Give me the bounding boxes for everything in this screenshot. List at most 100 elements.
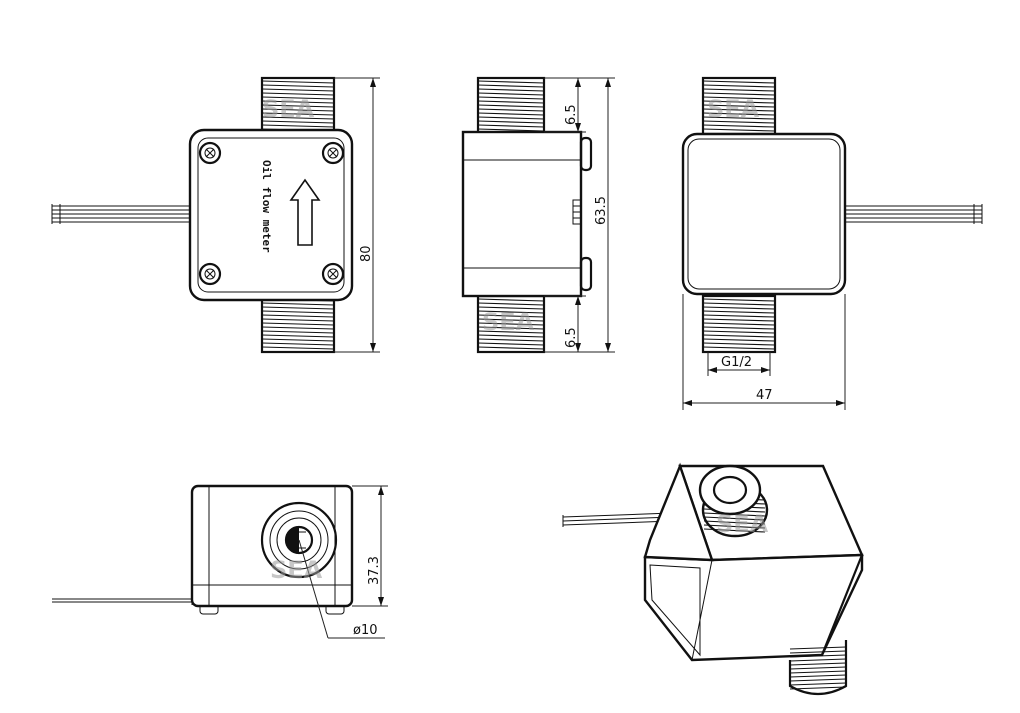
watermark-sea: SEA: [707, 95, 760, 123]
thread-line: [477, 108, 545, 112]
thread-line: [789, 686, 847, 690]
screw-top-left: [198, 141, 222, 165]
back-cable: [845, 204, 983, 224]
end-body: [190, 484, 354, 608]
front-inner-rim: [197, 137, 345, 293]
thread-line: [261, 80, 335, 84]
front-view: Oil flow meter 80 SEA: [51, 76, 380, 354]
thread-line: [261, 314, 335, 318]
back-view: G1/2 47 SEA: [681, 76, 983, 410]
thread-line: [702, 330, 776, 334]
side-body: [461, 130, 583, 298]
dimension-6-5-top-label: 6.5: [564, 104, 579, 125]
thread-line: [702, 342, 776, 346]
thread-line: [477, 310, 545, 314]
thread-line: [702, 120, 776, 124]
thread-line: [702, 334, 776, 338]
thread-line: [477, 92, 545, 96]
thread-line: [477, 322, 545, 326]
thread-line: [477, 346, 545, 350]
thread-line: [477, 326, 545, 330]
dimension-80-label: 80: [359, 245, 374, 262]
thread-line: [261, 120, 335, 124]
thread-line: [702, 298, 776, 302]
thread-line: [789, 654, 847, 658]
thread-line: [702, 92, 776, 96]
dimension-63-5: 63.5: [544, 77, 615, 353]
thread-line: [789, 670, 847, 674]
thread-line: [702, 318, 776, 322]
thread-line: [702, 84, 776, 88]
end-view: 37.3 ø10 SEA: [52, 484, 388, 639]
dimension-37-3-label: 37.3: [367, 556, 382, 585]
thread-line: [261, 92, 335, 96]
thread-line: [261, 116, 335, 120]
thread-line: [789, 650, 847, 654]
thread-line: [477, 128, 545, 132]
thread-line: [261, 306, 335, 310]
thread-line: [702, 326, 776, 330]
screw-bottom-left: [198, 262, 222, 286]
front-cable: [51, 204, 190, 224]
thread-line: [702, 116, 776, 120]
thread-line: [789, 666, 847, 670]
thread-line: [702, 302, 776, 306]
thread-line: [703, 520, 766, 525]
thread-line: [477, 318, 545, 322]
thread-line: [261, 322, 335, 326]
thread-line: [702, 96, 776, 100]
side-view: 63.5 6.5 6.5 SEA: [461, 76, 615, 354]
thread-line: [702, 112, 776, 116]
thread-line: [703, 528, 766, 533]
oil-flow-meter-label: Oil flow meter: [260, 160, 273, 253]
thread-line: [702, 124, 776, 128]
dimension-diameter-10-label: ø10: [353, 623, 378, 638]
thread-line: [477, 124, 545, 128]
dimension-diameter-10: ø10: [298, 539, 385, 639]
iso-front-face: [643, 553, 864, 662]
screw-top-right: [321, 141, 345, 165]
thread-line: [789, 678, 847, 682]
thread-line: [261, 124, 335, 128]
thread-line: [261, 96, 335, 100]
iso-cable: [562, 512, 673, 527]
dimension-6-5-top: 6.5: [544, 78, 586, 133]
isometric-view: SEA: [562, 462, 864, 696]
bore-port: [260, 501, 338, 579]
thread-line: [477, 342, 545, 346]
dimension-47-label: 47: [756, 388, 773, 403]
thread-line: [477, 334, 545, 338]
end-cable: [52, 593, 193, 605]
iso-top-thread: [698, 464, 769, 538]
thread-line: [789, 662, 847, 666]
front-bottom-thread: [260, 294, 336, 354]
thread-line: [477, 84, 545, 88]
thread-line: [261, 346, 335, 350]
back-body: [681, 132, 847, 296]
dimension-80: 80: [334, 77, 380, 353]
thread-line: [261, 334, 335, 338]
screw-bottom-right: [321, 262, 345, 286]
thread-line: [477, 100, 545, 104]
thread-line: [261, 88, 335, 92]
thread-line: [702, 100, 776, 104]
thread-line: [702, 322, 776, 326]
thread-line: [261, 104, 335, 108]
thread-line: [702, 80, 776, 84]
front-body: [188, 128, 354, 302]
thread-line: [477, 302, 545, 306]
thread-line: [789, 674, 847, 678]
dimension-37-3: 37.3: [352, 485, 388, 607]
watermark-sea: SEA: [270, 556, 323, 584]
dimension-g1-2: G1/2: [707, 352, 771, 376]
flow-arrow-icon: [289, 178, 321, 246]
watermark-sea: SEA: [482, 308, 535, 336]
back-bottom-thread: [701, 294, 777, 354]
watermark-sea: SEA: [262, 95, 315, 123]
side-lug-bottom: [579, 256, 593, 292]
thread-line: [702, 104, 776, 108]
thread-line: [477, 104, 545, 108]
thread-line: [702, 314, 776, 318]
